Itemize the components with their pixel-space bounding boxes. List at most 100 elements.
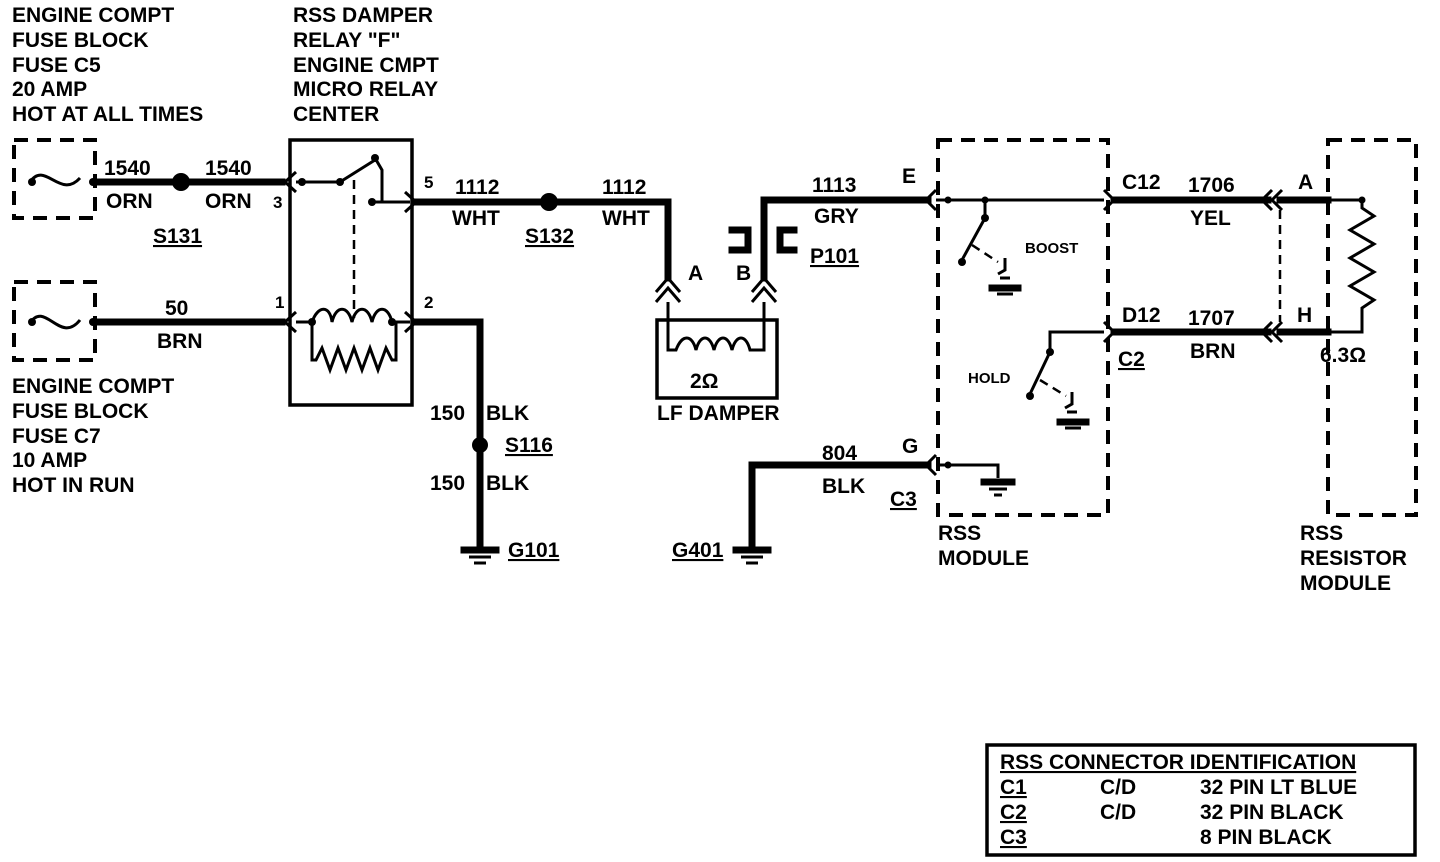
splice-s132-dot <box>540 193 558 211</box>
resistor-module-name-1: RSS <box>1300 522 1343 545</box>
damper-pin-a: A <box>688 262 703 285</box>
wire-1706-number: 1706 <box>1188 174 1235 197</box>
ground-g101-icon <box>460 546 500 565</box>
relay-line-2: RELAY "F" <box>293 29 400 52</box>
ground-g401-label: G401 <box>672 539 724 562</box>
wire-1540-b-color: ORN <box>205 190 252 213</box>
rss-hold-label: HOLD <box>968 370 1011 387</box>
legend-row-3-desc: 8 PIN BLACK <box>1200 826 1332 849</box>
fuse-c5-line-1: ENGINE COMPT <box>12 4 174 27</box>
wire-1113-number: 1113 <box>812 174 856 197</box>
fuse-c5-line-3: FUSE C5 <box>12 54 101 77</box>
legend-row-3-id: C3 <box>1000 826 1027 849</box>
fuse-c7-line-3: FUSE C7 <box>12 425 101 448</box>
rss-module-name-2: MODULE <box>938 547 1029 570</box>
lf-damper: 2Ω LF DAMPER A B <box>654 262 780 425</box>
fuse-c7-line-5: HOT IN RUN <box>12 474 135 497</box>
wire-1540-a-color: ORN <box>106 190 153 213</box>
fuse-c7-symbol <box>12 280 97 362</box>
splice-s116-label: S116 <box>505 434 553 457</box>
wire-50-number: 50 <box>165 297 188 320</box>
wire-1540: 1540 ORN 1540 ORN S131 <box>91 157 286 248</box>
wire-1707: 1707 BRN H <box>1110 304 1332 363</box>
fuse-c5-line-2: FUSE BLOCK <box>12 29 149 52</box>
resistor-module-name-3: MODULE <box>1300 572 1391 595</box>
rss-module: BOOST HOLD RSS MODULE C12 D12 C2 <box>923 138 1161 570</box>
wire-150-a-color: BLK <box>486 402 529 425</box>
resistor-value: 6.3Ω <box>1320 344 1366 367</box>
splice-s132-label: S132 <box>525 225 574 248</box>
ground-g401-icon <box>732 546 772 565</box>
legend-row-1-type: C/D <box>1100 776 1136 799</box>
wire-150: 150 BLK S116 150 BLK <box>412 318 553 552</box>
legend-row-2-id: C2 <box>1000 801 1027 824</box>
relay-line-5: CENTER <box>293 103 379 126</box>
wire-150-b-number: 150 <box>430 472 465 495</box>
rss-pin-c12: C12 <box>1122 171 1161 194</box>
fuse-c7-line-2: FUSE BLOCK <box>12 400 149 423</box>
rss-resistor-module: 6.3Ω RSS RESISTOR MODULE <box>1300 138 1418 595</box>
legend-title: RSS CONNECTOR IDENTIFICATION <box>1000 751 1356 774</box>
fuse-c7-line-4: 10 AMP <box>12 449 87 472</box>
wire-1112-a-color: WHT <box>452 207 500 230</box>
wire-1112: 1112 WHT 1112 WHT S132 <box>412 176 672 282</box>
rss-pin-d12: D12 <box>1122 304 1161 327</box>
wire-1707-color: BRN <box>1190 340 1236 363</box>
wire-1540-b-number: 1540 <box>205 157 252 180</box>
wire-1707-number: 1707 <box>1188 307 1235 330</box>
wire-1113-color: GRY <box>814 205 859 228</box>
legend-row-2-desc: 32 PIN BLACK <box>1200 801 1344 824</box>
relay-box: 3 5 1 2 <box>273 138 433 407</box>
wire-1113: 1113 GRY E <box>760 165 932 282</box>
damper-name: LF DAMPER <box>657 402 780 425</box>
relay-line-3: ENGINE CMPT <box>293 54 439 77</box>
resistor-module-name-2: RESISTOR <box>1300 547 1407 570</box>
fuse-c5-line-4: 20 AMP <box>12 78 87 101</box>
connector-p101-label: P101 <box>810 245 859 268</box>
rss-pin-g: G <box>902 435 918 458</box>
relay-pin-5: 5 <box>424 173 433 192</box>
splice-s131-dot <box>172 173 190 191</box>
wire-1706-color: YEL <box>1190 207 1231 230</box>
rss-connector-c3: C3 <box>890 488 917 511</box>
wire-1706: 1706 YEL A <box>1110 171 1332 230</box>
legend-row-1-desc: 32 PIN LT BLUE <box>1200 776 1357 799</box>
rss-connector-c2: C2 <box>1118 348 1145 371</box>
damper-box-resistance: 2Ω <box>690 370 719 393</box>
wire-50: 50 BRN <box>91 297 286 353</box>
relay-pin-2: 2 <box>424 293 433 312</box>
relay-line-1: RSS DAMPER <box>293 4 433 27</box>
splice-s116-dot <box>472 437 488 453</box>
wire-1112-a-number: 1112 <box>455 176 499 199</box>
fuse-c7-label: ENGINE COMPT FUSE BLOCK FUSE C7 10 AMP H… <box>12 375 174 497</box>
damper-pin-b: B <box>736 262 751 285</box>
connector-legend: RSS CONNECTOR IDENTIFICATION C1 C/D 32 P… <box>985 743 1417 857</box>
fuse-c5-line-5: HOT AT ALL TIMES <box>12 103 203 126</box>
resistor-pin-h: H <box>1297 304 1312 327</box>
relay-label: RSS DAMPER RELAY "F" ENGINE CMPT MICRO R… <box>293 4 439 126</box>
rss-boost-label: BOOST <box>1025 240 1078 257</box>
wire-804-number: 804 <box>822 442 857 465</box>
fuse-c5-symbol <box>12 138 97 220</box>
wire-50-color: BRN <box>157 330 203 353</box>
connector-p101-icon <box>728 226 798 254</box>
wire-804-color: BLK <box>822 475 865 498</box>
wire-1112-b-color: WHT <box>602 207 650 230</box>
wire-150-a-number: 150 <box>430 402 465 425</box>
ground-g101-label: G101 <box>508 539 560 562</box>
rss-pin-e: E <box>902 165 916 188</box>
splice-s131-label: S131 <box>153 225 202 248</box>
legend-row-1-id: C1 <box>1000 776 1027 799</box>
wire-150-b-color: BLK <box>486 472 529 495</box>
relay-line-4: MICRO RELAY <box>293 78 438 101</box>
wire-804: 804 BLK G C3 <box>748 435 932 552</box>
wire-1112-b-number: 1112 <box>602 176 646 199</box>
rss-module-name-1: RSS <box>938 522 981 545</box>
legend-row-2-type: C/D <box>1100 801 1136 824</box>
relay-pin-3: 3 <box>273 193 282 212</box>
resistor-pin-a: A <box>1298 171 1313 194</box>
fuse-c5-label: ENGINE COMPT FUSE BLOCK FUSE C5 20 AMP H… <box>12 4 203 126</box>
relay-pin-1: 1 <box>275 293 284 312</box>
wire-1540-a-number: 1540 <box>104 157 151 180</box>
